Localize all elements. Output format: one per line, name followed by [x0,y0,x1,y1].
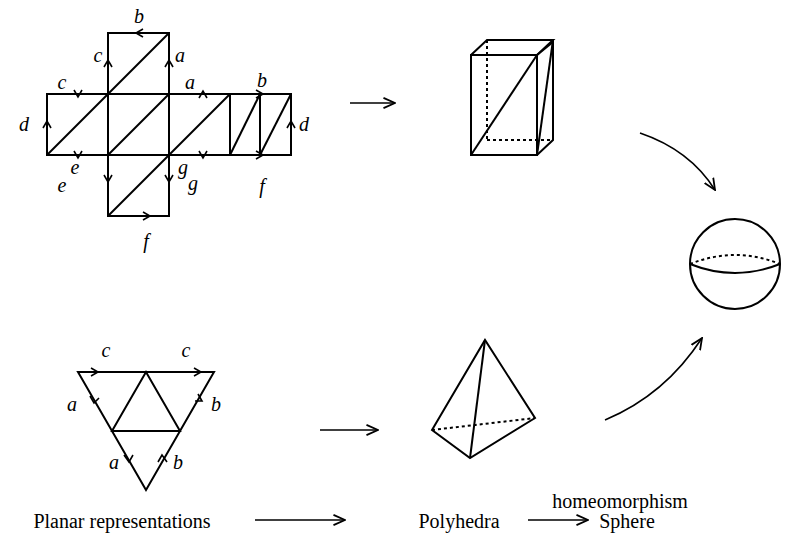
edge-letter: e [71,157,80,177]
arrow [350,102,395,104]
arrow [640,133,715,190]
edge-letter: a [185,72,195,92]
tetrahedron [432,340,535,458]
edge-letter: b [257,70,267,90]
edge-letter: g [188,173,198,193]
edge-arrowheads [43,29,295,220]
edge-letter: g [178,157,188,177]
edge-letter: c [182,340,191,360]
arrow [255,519,345,521]
edge-letter: d [19,114,29,134]
edge-letter: f [143,231,149,251]
edge-letter: b [211,394,221,414]
edge-arrowheads [90,368,202,462]
edge-letter: a [67,394,77,414]
edge-letter: f [259,176,265,196]
edge-letter: c [94,45,103,65]
edge-letter: b [173,452,183,472]
edge-letter: e [58,175,67,195]
caption-text: Polyhedra [418,511,499,531]
edge-letter: a [175,45,185,65]
edge-letter: a [109,452,119,472]
tetrahedron-net [78,372,214,490]
edge-letter: c [58,72,67,92]
arrow [320,429,378,431]
caption-text: Planar representations [33,511,210,531]
cube-net [47,33,291,216]
cube [471,40,553,155]
edge-letter: b [134,6,144,26]
arrow [528,519,588,521]
caption-text: homeomorphism [552,491,688,511]
arrow [605,338,702,420]
edge-letter: d [299,114,309,134]
sphere [690,219,780,309]
edge-letter: c [102,340,111,360]
caption-text: Sphere [599,511,655,531]
